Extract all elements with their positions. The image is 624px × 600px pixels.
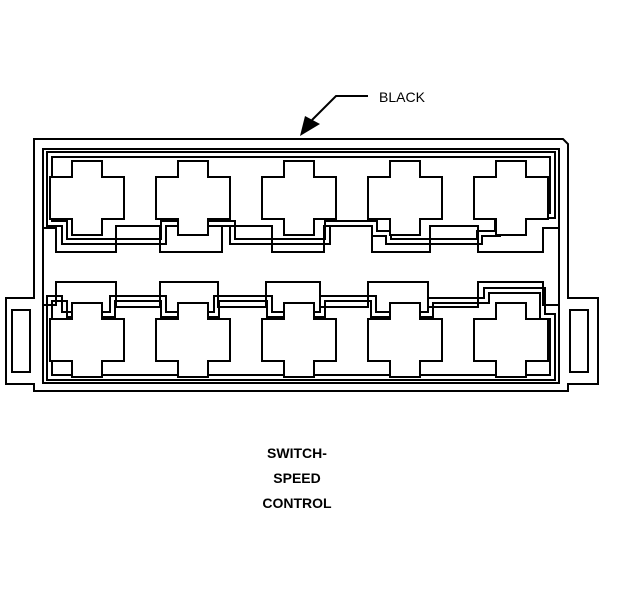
connector-caption: SWITCH- SPEED CONTROL — [212, 441, 382, 516]
callout-label: BLACK — [379, 89, 425, 105]
terminal-cavity — [155, 302, 231, 378]
right-lock-tab — [569, 309, 589, 373]
bottom-row-channel — [46, 287, 556, 381]
terminal-cavity — [49, 302, 125, 378]
terminal-cavity — [473, 160, 549, 236]
connector-housing-outline — [5, 138, 599, 392]
connector-inner-frame — [42, 148, 560, 384]
terminal-cavity — [155, 160, 231, 236]
callout-leader-line — [311, 95, 368, 121]
terminal-cavity — [367, 160, 443, 236]
terminal-cavity — [473, 302, 549, 378]
row-divider-lower — [43, 281, 559, 308]
callout-arrowhead — [300, 116, 320, 136]
terminal-cavity — [49, 160, 125, 236]
caption-line-2: SPEED — [273, 470, 321, 486]
bottom-row-channel-inner — [51, 292, 551, 376]
terminal-cavity — [261, 160, 337, 236]
terminal-cavity — [261, 302, 337, 378]
cavity-grid — [49, 160, 549, 378]
terminal-cavity — [367, 302, 443, 378]
caption-line-3: CONTROL — [262, 495, 332, 511]
row-divider-upper — [43, 225, 559, 253]
caption-line-1: SWITCH- — [267, 445, 327, 461]
left-lock-tab — [11, 309, 31, 373]
